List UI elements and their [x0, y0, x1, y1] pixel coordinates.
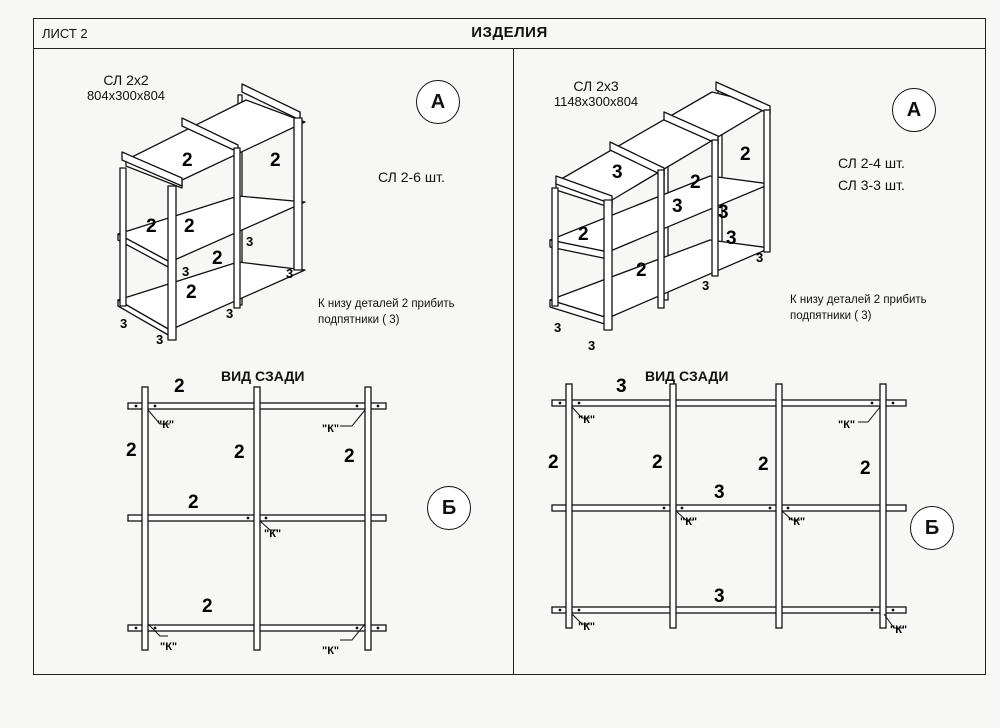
left-iso-label: 2 [270, 150, 281, 171]
right-iso-footpad-label: 3 [756, 250, 763, 265]
left-parts-count: СЛ 2-6 шт. [378, 169, 445, 185]
right-iso-label: 3 [718, 202, 729, 223]
left-k-mark: "К" [322, 423, 339, 435]
right-iso-label: 2 [690, 172, 701, 193]
left-iso-footpad-label: 3 [156, 332, 163, 347]
left-iso-label: 2 [212, 248, 223, 269]
left-product-code: СЛ 2х2 [103, 72, 149, 88]
right-rear-label: 2 [548, 452, 559, 473]
left-product-dimensions: 804х300х804 [86, 88, 166, 103]
right-rear-label: 2 [758, 454, 769, 475]
right-iso-footpad-label: 3 [588, 338, 595, 353]
drawing-sheet: ЛИСТ 2 ИЗДЕЛИЯ [33, 18, 986, 675]
left-iso-footpad-label: 3 [246, 234, 253, 249]
left-k-mark: "К" [322, 645, 339, 657]
right-rear-label: 3 [616, 376, 627, 397]
right-rear-label: 3 [714, 482, 725, 503]
left-iso-footpad-label: 3 [182, 264, 189, 279]
right-product-code: СЛ 2х3 [573, 78, 619, 94]
right-assembly-note: К низу деталей 2 прибить подпятники ( 3) [790, 292, 927, 324]
left-rear-label: 2 [202, 596, 213, 617]
left-iso-label: 2 [184, 216, 195, 237]
right-k-mark: "К" [680, 516, 697, 528]
right-product-dimensions: 1148х300х804 [553, 94, 639, 109]
left-rear-label: 2 [344, 446, 355, 467]
left-note-line-2: подпятники ( 3) [318, 314, 400, 326]
left-iso-label: 2 [186, 282, 197, 303]
left-iso-label: 2 [182, 150, 193, 171]
left-rear-label: 2 [126, 440, 137, 461]
sheet-title: ИЗДЕЛИЯ [471, 24, 548, 41]
right-badge-a: А [892, 88, 936, 132]
right-note-line-2: подпятники ( 3) [790, 310, 872, 322]
left-rear-label: 2 [234, 442, 245, 463]
left-rear-label: 2 [174, 376, 185, 397]
right-parts-count: СЛ 2-4 шт. СЛ 3-3 шт. [838, 152, 905, 196]
right-iso-label: 2 [740, 144, 751, 165]
right-k-mark: "К" [890, 624, 907, 636]
right-iso-label: 2 [578, 224, 589, 245]
left-product-name: СЛ 2х2 804х300х804 [76, 72, 176, 104]
right-rear-label: 2 [652, 452, 663, 473]
left-iso-footpad-label: 3 [286, 266, 293, 281]
left-rear-view-title: ВИД СЗАДИ [221, 368, 305, 384]
left-rear-label: 2 [188, 492, 199, 513]
right-iso-footpad-label: 3 [554, 320, 561, 335]
panel-divider [513, 49, 514, 674]
right-product-name: СЛ 2х3 1148х300х804 [536, 78, 656, 110]
right-note-line-1: К низу деталей 2 прибить [790, 294, 927, 306]
left-iso-footpad-label: 3 [120, 316, 127, 331]
left-badge-b: Б [427, 486, 471, 530]
left-iso-label: 2 [146, 216, 157, 237]
right-iso-label: 3 [612, 162, 623, 183]
right-parts-count-line-1: СЛ 2-4 шт. [838, 155, 905, 171]
right-k-mark: "К" [578, 414, 595, 426]
right-iso-label: 3 [672, 196, 683, 217]
right-rear-label: 2 [860, 458, 871, 479]
right-parts-count-line-2: СЛ 3-3 шт. [838, 177, 905, 193]
right-rear-view-title: ВИД СЗАДИ [645, 368, 729, 384]
right-iso-footpad-label: 3 [702, 278, 709, 293]
sheet-header: ЛИСТ 2 ИЗДЕЛИЯ [34, 19, 985, 49]
sheet-number: ЛИСТ 2 [42, 26, 88, 41]
left-iso-footpad-label: 3 [226, 306, 233, 321]
left-k-mark: "К" [264, 528, 281, 540]
left-badge-a: А [416, 80, 460, 124]
left-note-line-1: К низу деталей 2 прибить [318, 298, 455, 310]
right-badge-b: Б [910, 506, 954, 550]
right-rear-label: 3 [714, 586, 725, 607]
right-k-mark: "К" [788, 516, 805, 528]
left-k-mark: "К" [157, 419, 174, 431]
right-k-mark: "К" [578, 621, 595, 633]
right-k-mark: "К" [838, 419, 855, 431]
left-assembly-note: К низу деталей 2 прибить подпятники ( 3) [318, 296, 455, 328]
right-iso-label: 2 [636, 260, 647, 281]
left-k-mark: "К" [160, 641, 177, 653]
right-iso-label: 3 [726, 228, 737, 249]
